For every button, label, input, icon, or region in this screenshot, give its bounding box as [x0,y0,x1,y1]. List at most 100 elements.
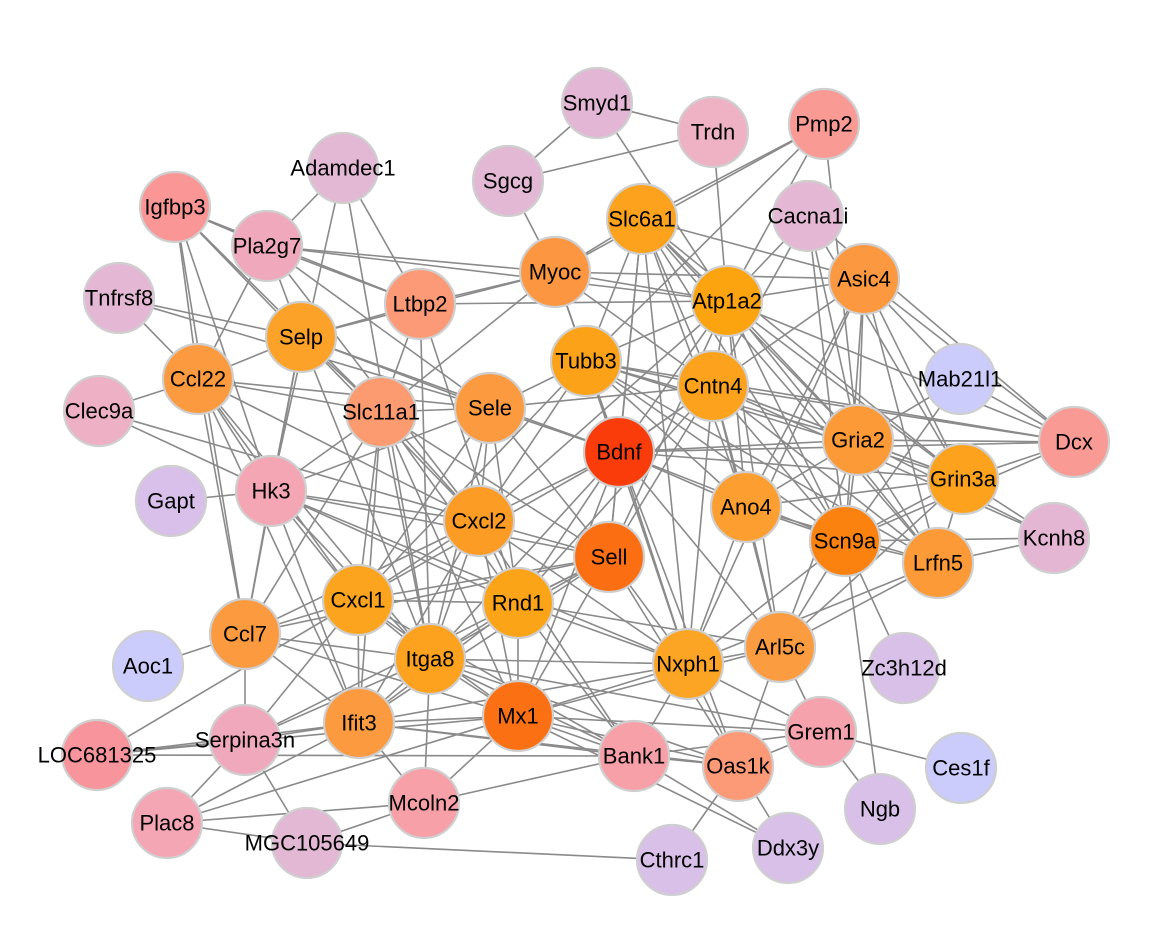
node-bdnf[interactable]: Bdnf [582,415,656,489]
node-oas1k[interactable]: Oas1k [701,729,775,803]
node-ces1f[interactable]: Ces1f [924,731,998,805]
node-circle-mab21l1[interactable] [923,342,997,416]
node-circle-mcoln2[interactable] [387,766,461,840]
node-smyd1[interactable]: Smyd1 [560,66,634,140]
node-circle-sele[interactable] [453,371,527,445]
node-cxcl1[interactable]: Cxcl1 [321,563,395,637]
node-circle-zc3h12d[interactable] [867,631,941,705]
node-circle-pla2g7[interactable] [230,209,304,283]
node-loc681325[interactable]: LOC681325 [38,718,157,792]
node-circle-gapt[interactable] [134,464,208,538]
node-ano4[interactable]: Ano4 [709,470,783,544]
node-circle-bdnf[interactable] [582,415,656,489]
node-circle-serpina3n[interactable] [208,703,282,777]
node-circle-cthrc1[interactable] [635,823,709,897]
node-cntn4[interactable]: Cntn4 [676,349,750,423]
node-circle-ngb[interactable] [843,772,917,846]
node-asic4[interactable]: Asic4 [827,242,901,316]
node-circle-igfbp3[interactable] [138,170,212,244]
node-circle-slc11a1[interactable] [344,375,418,449]
node-circle-grem1[interactable] [784,695,858,769]
node-circle-plac8[interactable] [130,786,204,860]
node-hk3[interactable]: Hk3 [234,454,308,528]
node-circle-asic4[interactable] [827,242,901,316]
node-nxph1[interactable]: Nxph1 [651,627,725,701]
node-circle-lrfn5[interactable] [901,526,975,600]
node-circle-ltbp2[interactable] [383,267,457,341]
node-circle-bank1[interactable] [597,719,671,793]
node-myoc[interactable]: Myoc [518,235,592,309]
node-circle-itga8[interactable] [393,622,467,696]
node-kcnh8[interactable]: Kcnh8 [1017,501,1091,575]
node-arl5c[interactable]: Arl5c [743,610,817,684]
node-circle-cntn4[interactable] [676,349,750,423]
node-circle-oas1k[interactable] [701,729,775,803]
node-circle-trdn[interactable] [676,95,750,169]
node-circle-ccl7[interactable] [208,597,282,671]
node-circle-rnd1[interactable] [481,566,555,640]
node-igfbp3[interactable]: Igfbp3 [138,170,212,244]
node-circle-cxcl2[interactable] [442,484,516,558]
node-circle-grin3a[interactable] [926,442,1000,516]
node-pla2g7[interactable]: Pla2g7 [230,209,304,283]
node-zc3h12d[interactable]: Zc3h12d [861,631,947,705]
node-circle-selp[interactable] [264,300,338,374]
node-ngb[interactable]: Ngb [843,772,917,846]
node-slc6a1[interactable]: Slc6a1 [605,182,679,256]
node-sgcg[interactable]: Sgcg [471,144,545,218]
node-rnd1[interactable]: Rnd1 [481,566,555,640]
node-ccl7[interactable]: Ccl7 [208,597,282,671]
node-circle-gria2[interactable] [821,403,895,477]
node-tnfrsf8[interactable]: Tnfrsf8 [82,261,156,335]
node-atp1a2[interactable]: Atp1a2 [690,264,764,338]
node-sele[interactable]: Sele [453,371,527,445]
node-circle-ccl22[interactable] [161,342,235,416]
node-circle-arl5c[interactable] [743,610,817,684]
node-circle-ano4[interactable] [709,470,783,544]
node-grem1[interactable]: Grem1 [784,695,858,769]
node-circle-ifit3[interactable] [322,686,396,760]
node-circle-tnfrsf8[interactable] [82,261,156,335]
node-ddx3y[interactable]: Ddx3y [751,811,825,885]
node-circle-dcx[interactable] [1037,405,1111,479]
node-trdn[interactable]: Trdn [676,95,750,169]
node-mcoln2[interactable]: Mcoln2 [387,766,461,840]
node-circle-clec9a[interactable] [62,374,136,448]
node-slc11a1[interactable]: Slc11a1 [342,375,420,449]
node-ltbp2[interactable]: Ltbp2 [383,267,457,341]
node-scn9a[interactable]: Scn9a [808,504,882,578]
node-adamdec1[interactable]: Adamdec1 [290,131,396,205]
node-circle-scn9a[interactable] [808,504,882,578]
node-circle-pmp2[interactable] [787,87,861,161]
node-circle-hk3[interactable] [234,454,308,528]
node-tubb3[interactable]: Tubb3 [549,324,623,398]
node-circle-cxcl1[interactable] [321,563,395,637]
node-itga8[interactable]: Itga8 [393,622,467,696]
node-circle-kcnh8[interactable] [1017,501,1091,575]
node-circle-smyd1[interactable] [560,66,634,140]
node-lrfn5[interactable]: Lrfn5 [901,526,975,600]
node-mgc105649[interactable]: MGC105649 [245,806,370,880]
node-dcx[interactable]: Dcx [1037,405,1111,479]
node-mab21l1[interactable]: Mab21l1 [918,342,1002,416]
node-circle-atp1a2[interactable] [690,264,764,338]
node-ccl22[interactable]: Ccl22 [161,342,235,416]
node-bank1[interactable]: Bank1 [597,719,671,793]
node-circle-nxph1[interactable] [651,627,725,701]
node-gria2[interactable]: Gria2 [821,403,895,477]
node-circle-adamdec1[interactable] [306,131,380,205]
node-cthrc1[interactable]: Cthrc1 [635,823,709,897]
node-circle-mx1[interactable] [481,679,555,753]
node-circle-ddx3y[interactable] [751,811,825,885]
node-mx1[interactable]: Mx1 [481,679,555,753]
node-circle-slc6a1[interactable] [605,182,679,256]
node-circle-loc681325[interactable] [60,718,134,792]
node-circle-sell[interactable] [572,520,646,594]
node-cxcl2[interactable]: Cxcl2 [442,484,516,558]
node-ifit3[interactable]: Ifit3 [322,686,396,760]
node-circle-ces1f[interactable] [924,731,998,805]
node-circle-sgcg[interactable] [471,144,545,218]
node-selp[interactable]: Selp [264,300,338,374]
node-pmp2[interactable]: Pmp2 [787,87,861,161]
node-cacna1i[interactable]: Cacna1i [768,179,849,253]
